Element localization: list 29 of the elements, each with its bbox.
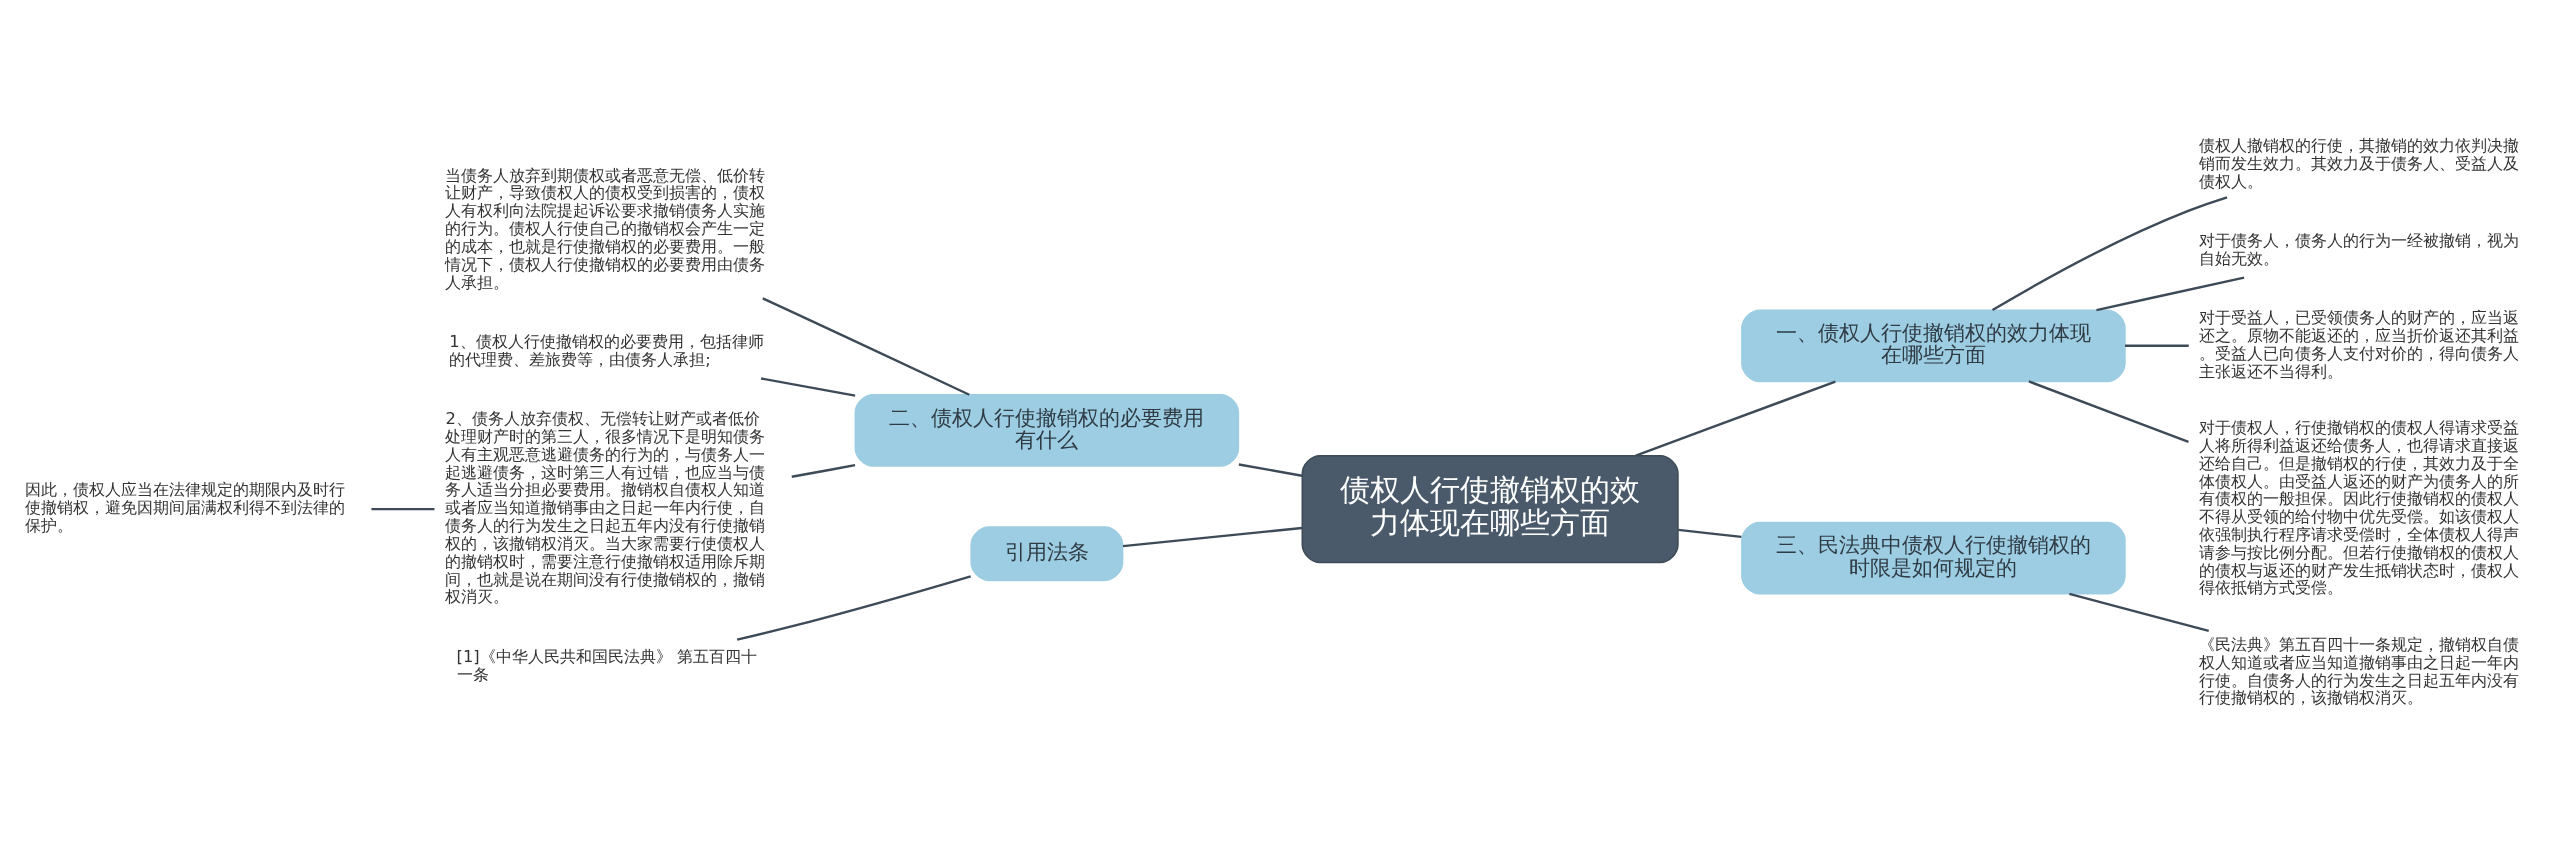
node-text: [1]《中华人民共和国民法典》 第五百四十一条: [456, 646, 757, 684]
connector: [1678, 528, 1742, 538]
connector: [760, 376, 856, 397]
node-text: 对于债权人，行使撤销权的债权人得请求受益人将所得利益返还给债务人，也得请求直接返还给自己。但是撤销权的行使，其效力及于全体债权人。由受益人返还的财产为债务人的所有债权的一般担保。因此行使撤销权的债权人不得从受领的给付物中优先受偿。如该债权人依强制执行程序请求受偿时，全体债权人得声请参与按比例分配。但若行使撤销权的债权人的债权与返还的财产发生抵销状态时，债权人得依抵销方式受偿。: [2199, 417, 2520, 597]
connector: [1635, 380, 1836, 457]
connector: [1991, 195, 2228, 311]
node-text: 因此，债权人应当在法律规定的期限内及时行使撤销权，避免因期间届满权利得不到法律的保护。: [25, 479, 346, 535]
connector: [762, 296, 970, 396]
node-text: 对于受益人，已受领债务人的财产的，应当返还之。原物不能返还的，应当折价返还其利益。受益人已向债务人支付对价的，得向债务人主张返还不当得利。: [2199, 307, 2520, 381]
node-box: 债权人行使撤销权的效力体现在哪些方面: [1301, 454, 1679, 563]
node-text: 债权人撤销权的行使，其撤销的效力依判决撤销而发生效力。其效力及于债务人、受益人及债权人。: [2199, 135, 2520, 191]
connector: [736, 574, 971, 641]
connector: [2069, 592, 2210, 632]
node-box: 三、民法典中债权人行使撤销权的时限是如何规定的: [1741, 521, 2126, 595]
node-text: 1、债权人行使撤销权的必要费用，包括律师的代理费、差旅费等，由债务人承担;: [449, 331, 764, 369]
node-text: 《民法典》第五百四十一条规定，撤销权自债权人知道或者应当知道撤销事由之日起一年内行使。自债务人的行为发生之日起五年内没有行使撤销权的，该撤销权消灭。: [2199, 634, 2520, 707]
connector: [2028, 379, 2189, 443]
node-text: 当债务人放弃到期债权或者恶意无偿、低价转让财产，导致债权人的债权受到损害的，债权人有权利向法院提起诉讼要求撤销债务人实施的行为。债权人行使自己的撤销权会产生一定的成本，也就是行使撤销权的必要费用。一般情况下，债权人行使撤销权的必要费用由债务人承担。: [445, 165, 766, 292]
node-box: 引用法条: [970, 525, 1124, 581]
node-text: 2、债务人放弃债权、无偿转让财产或者低价处理财产时的第三人，很多情况下是明知债务人有主观恶意逃避债务的行为的，与债务人一起逃避债务，这时第三人有过错，也应当与债务人适当分担必要费用。撤销权自债权人知道或者应当知道撤销事由之日起一年内行使，自债务人的行为发生之日起五年内没有行使撤销权的，该撤销权消灭。当大家需要行使债权人的撤销权时，需要注意行使撤销权适用除斥期间，也就是说在期间没有行使撤销权的，撤销权消灭。: [445, 408, 766, 606]
connector: [1238, 462, 1303, 477]
connector: [791, 463, 856, 478]
node-text: 对于债务人，债务人的行为一经被撤销，视为自始无效。: [2199, 230, 2520, 268]
connector: [1122, 526, 1303, 547]
node-box: 二、债权人行使撤销权的必要费用有什么: [854, 393, 1240, 467]
connector: [2125, 344, 2189, 347]
connector: [371, 507, 435, 510]
node-box: 一、债权人行使撤销权的效力体现在哪些方面: [1741, 308, 2126, 382]
connector: [2096, 275, 2245, 311]
